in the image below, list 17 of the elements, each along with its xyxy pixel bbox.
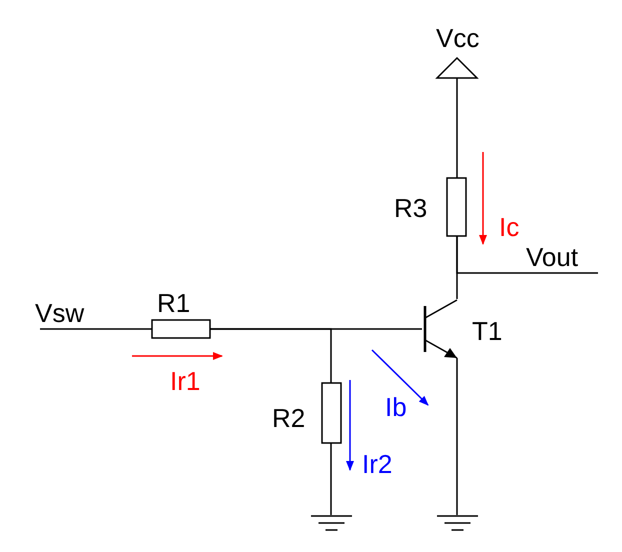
component-label: R3 — [394, 194, 428, 222]
wire — [456, 78, 458, 178]
component-label: R2 — [272, 404, 306, 432]
current-label: Ir1 — [170, 367, 200, 395]
component-label: T1 — [472, 317, 502, 345]
wire — [456, 236, 598, 274]
current-label: Ib — [385, 393, 407, 421]
current-label: Ic — [499, 213, 520, 241]
voltage-label: Vsw — [35, 299, 84, 327]
component-label: R1 — [157, 289, 190, 317]
current-label: Ir2 — [362, 450, 392, 478]
voltage-label: Vcc — [436, 24, 480, 52]
wire — [40, 328, 152, 330]
wire — [330, 443, 332, 515]
wire — [456, 358, 458, 515]
voltage-label: Vout — [526, 243, 578, 271]
wire — [210, 328, 332, 383]
